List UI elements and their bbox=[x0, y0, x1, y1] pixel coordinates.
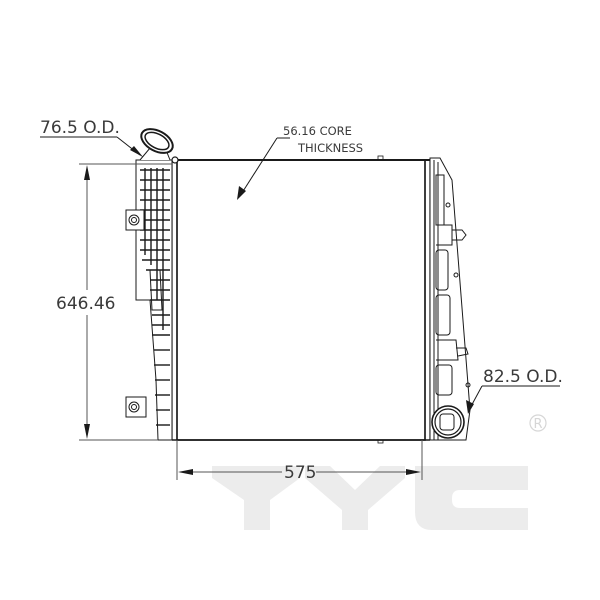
outlet-od-callout bbox=[466, 385, 560, 414]
registered-mark-icon bbox=[529, 414, 547, 432]
core-thickness-callout bbox=[237, 137, 290, 200]
inlet-od-label: 76.5 O.D. bbox=[40, 118, 120, 138]
right-tank bbox=[429, 157, 471, 441]
height-label: 646.46 bbox=[56, 294, 115, 314]
tyc-watermark-logo: R bbox=[212, 414, 547, 530]
inlet-pipe bbox=[140, 128, 174, 154]
core-thickness-label-2: THICKNESS bbox=[297, 141, 363, 155]
core-thickness-label-1: 56.16 CORE bbox=[283, 124, 352, 138]
left-tank bbox=[125, 128, 179, 441]
height-dimension bbox=[79, 163, 172, 441]
mounting-bracket-top bbox=[125, 209, 145, 231]
inlet-od-callout bbox=[40, 136, 143, 157]
width-label: 575 bbox=[284, 463, 316, 483]
width-dimension bbox=[176, 440, 423, 480]
core bbox=[171, 155, 431, 444]
outlet-pipe bbox=[431, 405, 465, 439]
outlet-od-label: 82.5 O.D. bbox=[483, 367, 563, 387]
registered-mark: R bbox=[534, 417, 543, 432]
